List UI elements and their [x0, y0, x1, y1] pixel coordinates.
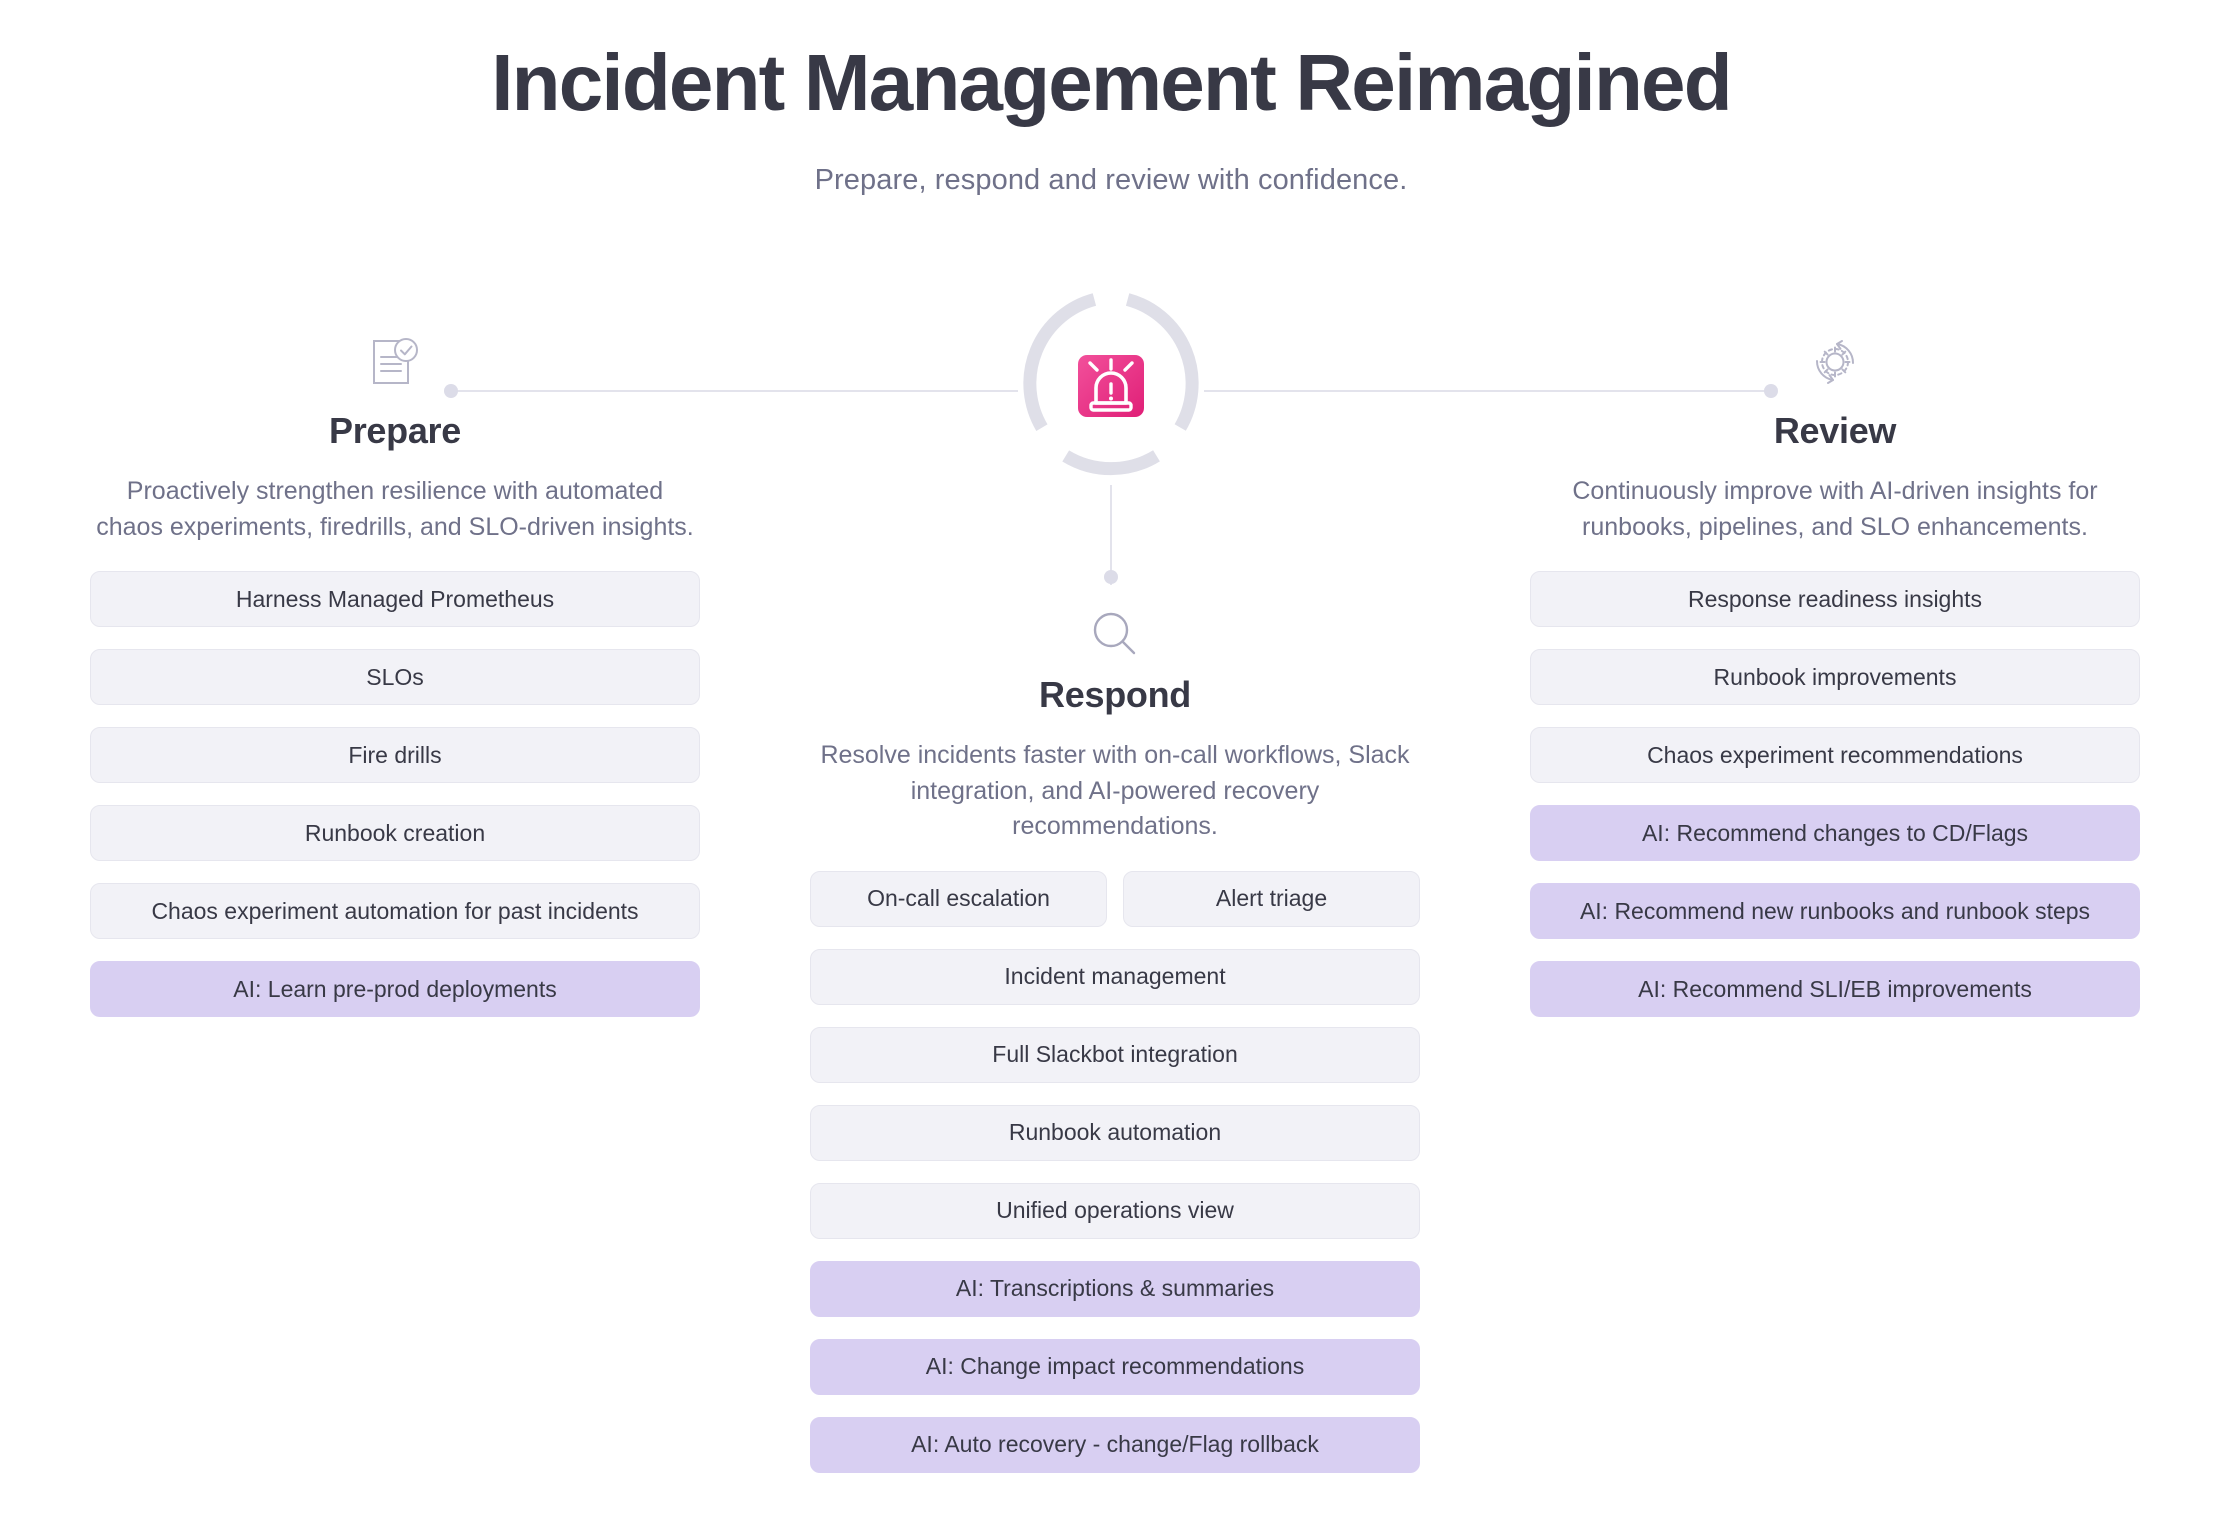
prepare-title: Prepare: [329, 410, 461, 451]
column-respond: Respond Resolve incidents faster with on…: [810, 600, 1420, 1495]
list-item[interactable]: Harness Managed Prometheus: [90, 571, 700, 627]
connector-line-drop: [1110, 485, 1112, 585]
connector-line-right: [1204, 390, 1774, 392]
list-item[interactable]: Runbook improvements: [1530, 649, 2140, 705]
respond-icon-wrap: [810, 600, 1420, 668]
review-pill-list: Response readiness insights Runbook impr…: [1530, 571, 2140, 1017]
respond-pill-list: On-call escalation Alert triage Incident…: [810, 870, 1420, 1473]
connector-rail: [0, 384, 2222, 398]
list-item-ai[interactable]: AI: Auto recovery - change/Flag rollback: [810, 1416, 1420, 1473]
list-item[interactable]: On-call escalation: [810, 870, 1107, 927]
respond-paired-row: On-call escalation Alert triage: [810, 870, 1420, 949]
list-item-ai[interactable]: AI: Recommend new runbooks and runbook s…: [1530, 883, 2140, 939]
siren-alarm-icon: [1076, 351, 1146, 421]
gear-refresh-icon: [1815, 340, 1855, 384]
review-description: Continuously improve with AI-driven insi…: [1572, 477, 2098, 541]
list-item[interactable]: SLOs: [90, 649, 700, 705]
segmented-progress-ring-icon: [1023, 293, 1199, 476]
prepare-icon-wrap: [90, 330, 700, 394]
respond-description: Resolve incidents faster with on-call wo…: [820, 741, 1410, 840]
column-prepare: Prepare Proactively strengthen resilienc…: [90, 330, 700, 1039]
list-item[interactable]: Incident management: [810, 948, 1420, 1005]
review-icon-wrap: [1530, 330, 2140, 394]
list-item[interactable]: Runbook creation: [90, 805, 700, 861]
rail-dot-drop-icon: [1104, 570, 1118, 584]
list-item[interactable]: Response readiness insights: [1530, 571, 2140, 627]
list-item-ai[interactable]: AI: Transcriptions & summaries: [810, 1260, 1420, 1317]
list-item[interactable]: Chaos experiment automation for past inc…: [90, 883, 700, 939]
list-item[interactable]: Runbook automation: [810, 1104, 1420, 1161]
magnifying-glass-icon: [1093, 612, 1136, 655]
list-item[interactable]: Full Slackbot integration: [810, 1026, 1420, 1083]
list-item-ai[interactable]: AI: Learn pre-prod deployments: [90, 961, 700, 1017]
page-title: Incident Management Reimagined: [491, 38, 1732, 127]
rail-dot-left-icon: [444, 384, 458, 398]
page-subtitle: Prepare, respond and review with confide…: [814, 164, 1408, 197]
header: Incident Management Reimagined Prepare, …: [0, 0, 2222, 197]
prepare-description: Proactively strengthen resilience with a…: [96, 477, 694, 541]
list-item-ai[interactable]: AI: Recommend SLI/EB improvements: [1530, 961, 2140, 1017]
connector-line-left: [448, 390, 1018, 392]
prepare-pill-list: Harness Managed Prometheus SLOs Fire dri…: [90, 571, 700, 1017]
list-item[interactable]: Fire drills: [90, 727, 700, 783]
list-item[interactable]: Unified operations view: [810, 1182, 1420, 1239]
document-check-icon: [373, 338, 418, 384]
center-hub: [1017, 292, 1205, 480]
list-item-ai[interactable]: AI: Change impact recommendations: [810, 1338, 1420, 1395]
review-title: Review: [1773, 410, 1897, 451]
list-item[interactable]: Chaos experiment recommendations: [1530, 727, 2140, 783]
column-review: Review Continuously improve with AI-driv…: [1530, 330, 2140, 1039]
list-item-ai[interactable]: AI: Recommend changes to CD/Flags: [1530, 805, 2140, 861]
rail-dot-right-icon: [1764, 384, 1778, 398]
list-item[interactable]: Alert triage: [1123, 870, 1420, 927]
respond-title: Respond: [1039, 674, 1191, 715]
